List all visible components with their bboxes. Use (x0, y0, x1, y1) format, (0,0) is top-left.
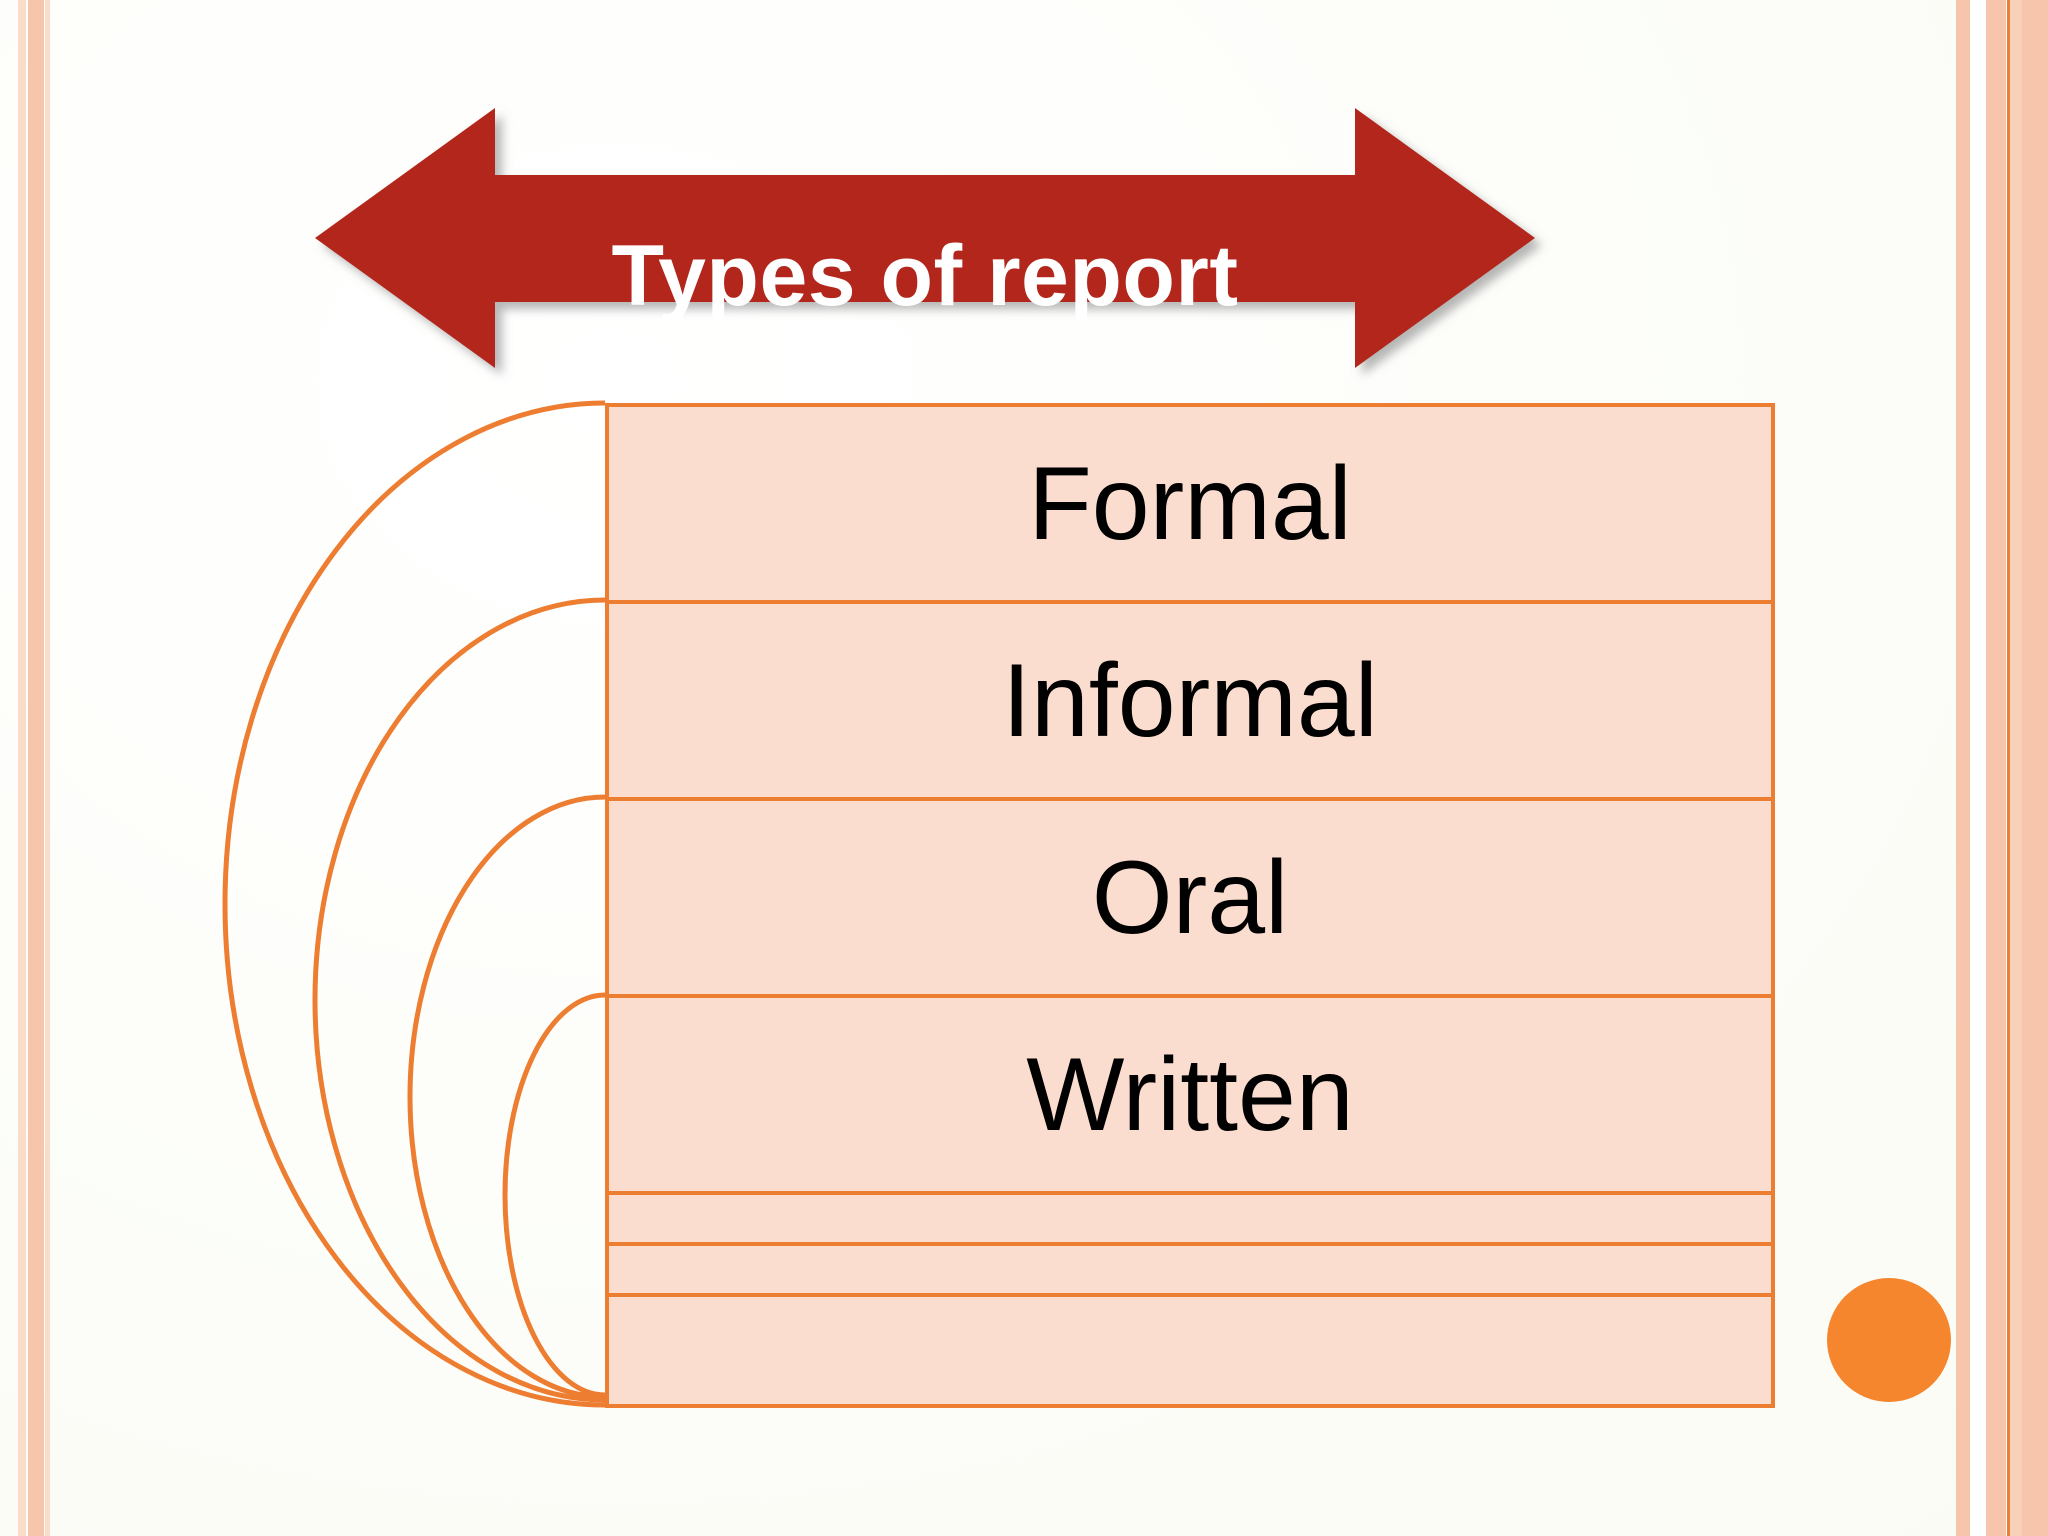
left-stripe-1 (28, 0, 44, 1536)
right-stripe-2 (1986, 0, 2006, 1536)
arc-inner-4 (502, 992, 606, 1398)
double-arrow-shape (315, 108, 1535, 368)
right-stripe-5 (2022, 0, 2048, 1536)
left-stripe-0 (18, 0, 26, 1536)
report-type-label: Oral (1091, 839, 1289, 956)
report-type-label: Written (1026, 1036, 1354, 1153)
table-row: Written (609, 998, 1771, 1195)
table-row (609, 1297, 1771, 1348)
nested-arcs-group (95, 395, 625, 1415)
right-stripe-4 (2010, 0, 2022, 1536)
table-row (609, 1195, 1771, 1246)
table-row (609, 1246, 1771, 1297)
table-row: Informal (609, 604, 1771, 801)
arrow-banner: Types of report (300, 90, 1550, 390)
accent-dot (1827, 1278, 1951, 1402)
arrow-polygon (315, 108, 1535, 368)
table-row: Formal (609, 407, 1771, 604)
left-stripe-2 (45, 0, 50, 1536)
report-type-label: Formal (1028, 445, 1352, 562)
banner-title: Types of report (611, 228, 1239, 324)
arcs-svg (222, 400, 606, 1408)
arc-outer-1 (222, 400, 606, 1408)
left-edge-decoration (0, 0, 60, 1536)
right-edge-decoration (1956, 0, 2048, 1536)
arc-2 (312, 597, 606, 1403)
table-row: Oral (609, 801, 1771, 998)
right-stripe-1 (1970, 0, 1986, 1536)
arc-3 (407, 794, 606, 1400)
report-type-label: Informal (1002, 642, 1378, 759)
right-stripe-3 (2007, 0, 2010, 1536)
right-stripe-0 (1956, 0, 1970, 1536)
